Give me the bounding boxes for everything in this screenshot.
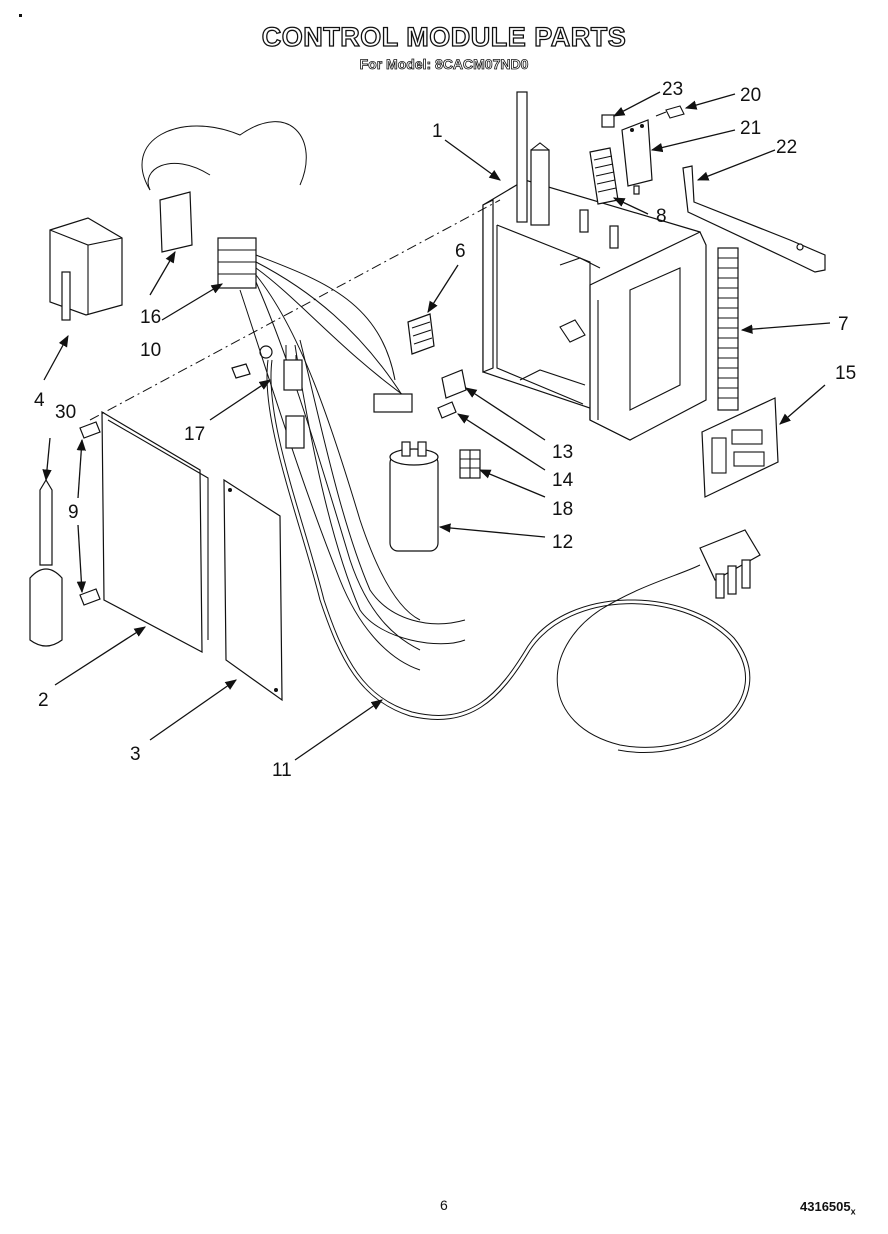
callout-17: 17 [184,424,205,445]
callout-9: 9 [68,502,79,523]
part-screw-9b [79,588,101,606]
corner-mark [19,14,22,17]
part-label-plate-15 [701,397,779,498]
callout-15: 15 [835,363,856,384]
callout-13: 13 [552,442,573,463]
part-ring-terminal-17 [231,345,273,379]
document-number: 4316505x [800,1199,856,1217]
part-board-3 [223,478,283,702]
part-screw-20 [655,105,685,119]
part-terminal-block-10 [217,237,257,289]
callout-11: 11 [272,760,292,781]
part-panel-2 [101,410,209,654]
part-bracket-13 [441,369,467,399]
callout-18: 18 [552,499,573,520]
callout-8: 8 [656,206,667,227]
part-screw-9a [79,421,101,439]
part-pad-6 [407,313,435,355]
callout-labels: 1 2 3 4 6 7 8 9 10 11 12 13 14 15 16 17 … [34,79,856,781]
part-capacitor-12 [389,441,439,552]
reference-line [89,199,501,421]
callout-22: 22 [776,137,797,158]
part-terminal-16 [159,191,193,253]
part-control-box [482,91,707,441]
callout-16: 16 [140,307,161,328]
part-cover-4 [49,217,123,321]
part-clip-23 [601,114,615,128]
callout-21: 21 [740,118,761,139]
document-number-suffix: x [850,1206,856,1217]
callout-6: 6 [455,241,466,262]
callout-4: 4 [34,390,45,411]
part-screwdriver-30 [29,478,63,647]
power-cord-11 [266,359,761,753]
part-connector-18 [459,449,481,479]
callout-14: 14 [552,470,574,491]
part-thermostat-21 [621,119,653,195]
callout-12: 12 [552,532,573,553]
page-number: 6 [440,1197,448,1213]
callout-2: 2 [38,690,49,711]
part-mesh-8 [589,147,619,205]
callout-10: 10 [140,340,161,361]
callout-3: 3 [130,744,141,765]
leader-lines [42,91,831,761]
part-bracket-22 [682,165,826,273]
callout-7: 7 [838,314,849,335]
callout-20: 20 [740,85,761,106]
part-screw-14 [437,401,457,419]
callout-30: 30 [55,402,76,423]
callout-23: 23 [662,79,683,100]
wire-harness [141,121,466,671]
document-number-value: 4316505 [800,1199,851,1214]
part-terminal-strip-7 [717,247,739,411]
callout-1: 1 [432,121,443,142]
model-subtitle: For Model: 8CACM07ND0 [359,56,529,73]
page-title: CONTROL MODULE PARTS [261,21,627,52]
